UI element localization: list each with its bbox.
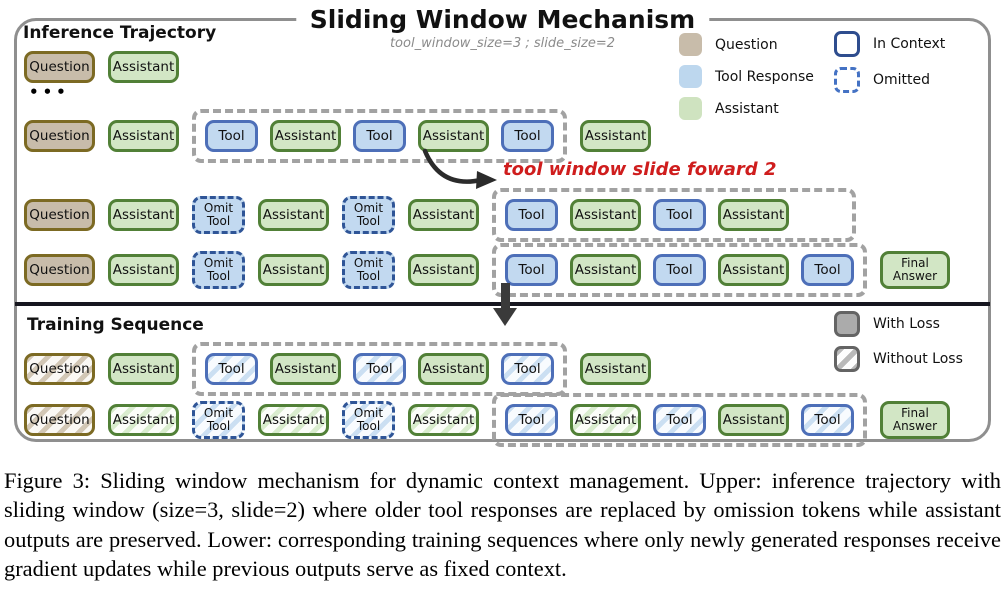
- inference-section-heading: Inference Trajectory: [23, 23, 217, 43]
- slide-arrow-icon: [422, 148, 497, 189]
- question-box: Question: [24, 120, 95, 152]
- question-box: Question: [24, 51, 95, 83]
- assistant-box: Assistant: [258, 199, 329, 231]
- omit-tool-box: Omit Tool: [192, 196, 245, 234]
- legend-item-tool-response: Tool Response: [679, 65, 814, 88]
- sliding-window: Tool Assistant Tool Assistant Tool: [492, 393, 867, 447]
- assistant-box: Assistant: [570, 254, 641, 286]
- omit-tool-box: Omit Tool: [342, 401, 395, 439]
- question-color-swatch: [679, 33, 702, 56]
- question-box: Question: [24, 254, 95, 286]
- sliding-window: Tool Assistant Tool Assistant Tool: [192, 109, 567, 163]
- omit-tool-box: Omit Tool: [192, 401, 245, 439]
- assistant-box: Assistant: [108, 353, 179, 385]
- assistant-box: Assistant: [408, 254, 479, 286]
- legend-item-in-context: In Context: [834, 31, 945, 57]
- assistant-box: Assistant: [580, 120, 651, 152]
- legend-label: With Loss: [873, 316, 940, 332]
- training-row-1: Question Assistant Tool Assistant Tool Assist…: [24, 342, 651, 396]
- tool-response-color-swatch: [679, 65, 702, 88]
- inference-row-3: Question Assistant Omit Tool Assistant Omit …: [24, 188, 856, 242]
- tool-box: Tool: [505, 254, 558, 286]
- assistant-box: Assistant: [108, 120, 179, 152]
- window-empty-slot: [801, 200, 843, 230]
- assistant-color-swatch: [679, 97, 702, 120]
- legend-item-omitted: Omitted: [834, 67, 945, 93]
- legend-label: Question: [715, 36, 778, 53]
- assistant-box: Assistant: [108, 51, 179, 83]
- tool-box: Tool: [653, 199, 706, 231]
- assistant-box: Assistant: [108, 404, 179, 436]
- slide-forward-annotation: tool window slide foward 2: [503, 159, 777, 180]
- ellipsis: •••: [29, 83, 70, 101]
- assistant-box: Assistant: [570, 404, 641, 436]
- training-row-2: Question Assistant Omit Tool Assistant Omit …: [24, 393, 950, 447]
- tool-box: Tool: [505, 199, 558, 231]
- assistant-box: Assistant: [408, 404, 479, 436]
- final-answer-box: Final Answer: [880, 251, 950, 289]
- tool-box: Tool: [653, 254, 706, 286]
- assistant-box: Assistant: [108, 199, 179, 231]
- sliding-window: Tool Assistant Tool Assistant Tool: [192, 342, 567, 396]
- assistant-box: Assistant: [270, 353, 341, 385]
- tool-box: Tool: [501, 120, 554, 152]
- tool-box: Tool: [505, 404, 558, 436]
- assistant-box: Assistant: [580, 353, 651, 385]
- assistant-box: Assistant: [408, 199, 479, 231]
- legend-context-state: In Context Omitted: [834, 31, 945, 93]
- in-context-swatch: [834, 31, 860, 57]
- legend-label: Tool Response: [715, 68, 814, 85]
- tool-box: Tool: [205, 120, 258, 152]
- tool-box: Tool: [801, 404, 854, 436]
- legend-label: Assistant: [715, 100, 779, 117]
- assistant-box: Assistant: [108, 254, 179, 286]
- assistant-box: Assistant: [258, 254, 329, 286]
- legend-item-without-loss: Without Loss: [834, 346, 963, 372]
- assistant-box: Assistant: [270, 120, 341, 152]
- omit-tool-box: Omit Tool: [342, 251, 395, 289]
- inference-row-2: Question Assistant Tool Assistant Tool Assist…: [24, 109, 651, 163]
- assistant-box: Assistant: [258, 404, 329, 436]
- final-answer-box: Final Answer: [880, 401, 950, 439]
- question-box: Question: [24, 353, 95, 385]
- assistant-box: Assistant: [718, 254, 789, 286]
- assistant-box: Assistant: [718, 199, 789, 231]
- omitted-swatch: [834, 67, 860, 93]
- diagram-subtitle: tool_window_size=3 ; slide_size=2: [389, 36, 616, 51]
- assistant-box: Assistant: [570, 199, 641, 231]
- legend-item-with-loss: With Loss: [834, 311, 963, 337]
- tool-box: Tool: [501, 353, 554, 385]
- sliding-window: Tool Assistant Tool Assistant Tool: [492, 243, 867, 297]
- diagram-frame: Sliding Window Mechanism tool_window_siz…: [14, 5, 991, 447]
- legend-item-question: Question: [679, 33, 814, 56]
- tool-box: Tool: [653, 404, 706, 436]
- assistant-box: Assistant: [418, 353, 489, 385]
- inference-row-4: Question Assistant Omit Tool Assistant Omit …: [24, 243, 950, 297]
- assistant-box: Assistant: [718, 404, 789, 436]
- down-arrow-icon: [493, 283, 517, 326]
- legend-label: Without Loss: [873, 351, 963, 367]
- with-loss-swatch: [834, 311, 860, 337]
- legend-label: In Context: [873, 36, 946, 52]
- diagram-title: Sliding Window Mechanism: [295, 5, 710, 34]
- tool-box: Tool: [801, 254, 854, 286]
- tool-box: Tool: [353, 353, 406, 385]
- omit-tool-box: Omit Tool: [342, 196, 395, 234]
- question-box: Question: [24, 199, 95, 231]
- inference-row-1: Question Assistant: [24, 51, 179, 83]
- legend-loss: With Loss Without Loss: [834, 311, 963, 372]
- figure-caption: Figure 3: Sliding window mechanism for d…: [4, 468, 1001, 582]
- sliding-window: Tool Assistant Tool Assistant: [492, 188, 856, 242]
- training-section-heading: Training Sequence: [27, 315, 204, 335]
- legend-label: Omitted: [873, 72, 931, 88]
- tool-box: Tool: [205, 353, 258, 385]
- omit-tool-box: Omit Tool: [192, 251, 245, 289]
- legend-item-assistant: Assistant: [679, 97, 814, 120]
- without-loss-swatch: [834, 346, 860, 372]
- question-box: Question: [24, 404, 95, 436]
- legend-message-types: Question Tool Response Assistant: [679, 33, 814, 120]
- tool-box: Tool: [353, 120, 406, 152]
- assistant-box: Assistant: [418, 120, 489, 152]
